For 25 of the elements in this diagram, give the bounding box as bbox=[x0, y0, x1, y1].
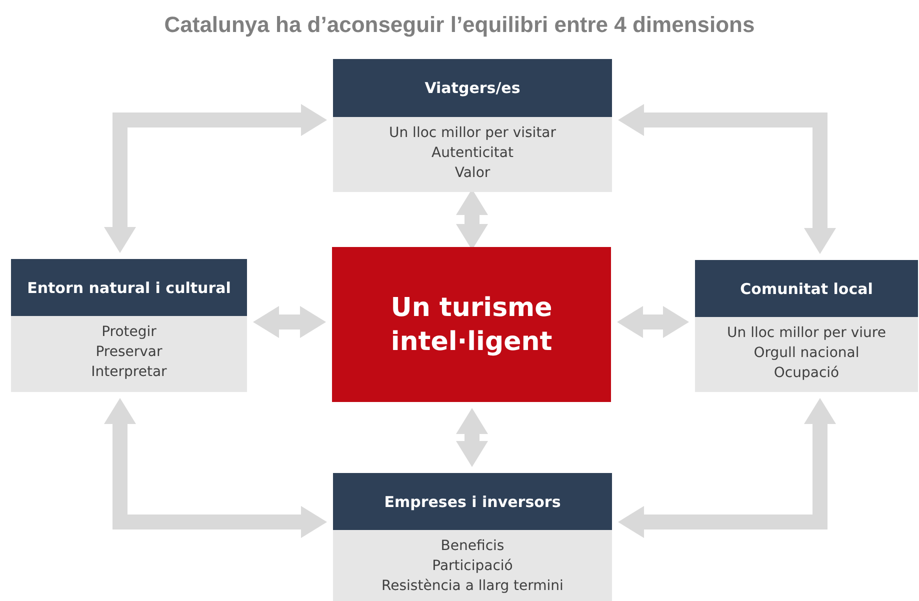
list-item: Autenticitat bbox=[432, 144, 514, 163]
center-title: Un turisme intel·ligent bbox=[390, 292, 554, 358]
double-arrow bbox=[104, 104, 327, 253]
center-box bbox=[332, 247, 611, 402]
list-item: Protegir bbox=[102, 323, 156, 342]
double-arrow bbox=[253, 306, 326, 338]
list-item: Interpretar bbox=[91, 363, 167, 382]
diagram-title: Catalunya ha d’aconseguir l’equilibri entre 4 dimensions bbox=[163, 12, 756, 38]
list-item: Un lloc millor per viure bbox=[727, 324, 886, 343]
double-arrow bbox=[618, 398, 836, 538]
list-item: Preservar bbox=[96, 343, 162, 362]
list-item: Participació bbox=[432, 557, 513, 576]
list-item: Un lloc millor per visitar bbox=[388, 124, 556, 143]
double-arrow bbox=[618, 104, 836, 254]
dimension-header: Empreses i inversors bbox=[333, 473, 612, 530]
list-item: Beneficis bbox=[440, 537, 504, 556]
list-item: Valor bbox=[454, 164, 490, 183]
dimension-header: Entorn natural i cultural bbox=[11, 259, 247, 316]
list-item: Ocupació bbox=[774, 364, 840, 383]
list-item: Resistència a llarg termini bbox=[382, 577, 564, 596]
double-arrow bbox=[617, 306, 689, 338]
list-item: Orgull nacional bbox=[754, 344, 860, 363]
dimension-header: Comunitat local bbox=[695, 260, 918, 317]
double-arrow bbox=[104, 398, 327, 538]
dimension-header: Viatgers/es bbox=[333, 59, 612, 117]
